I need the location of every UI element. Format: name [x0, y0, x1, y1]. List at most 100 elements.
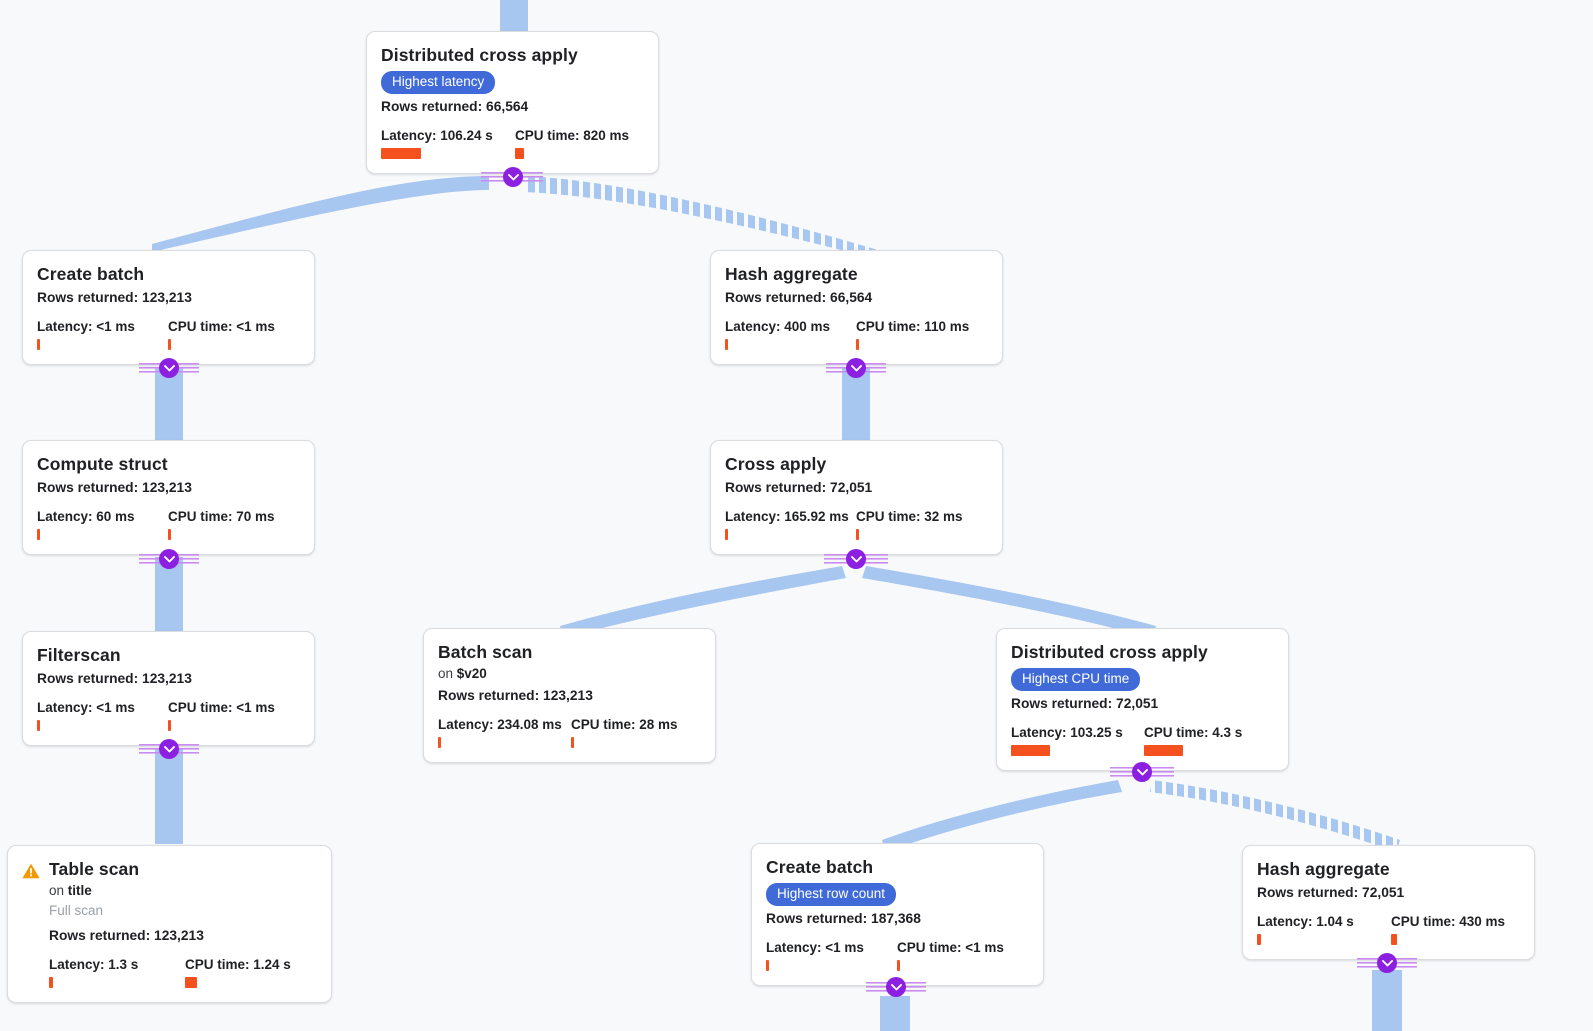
latency-bar	[1257, 934, 1261, 945]
rows-returned: Rows returned: 72,051	[1257, 885, 1405, 900]
latency-metric: Latency: 1.04 s	[1257, 913, 1391, 945]
latency-bar	[37, 339, 40, 350]
node-subtitle: on title	[49, 882, 317, 900]
latency-metric: Latency: <1 ms	[37, 318, 168, 350]
subtitle-target: $v20	[456, 666, 487, 681]
metrics: Latency: 60 ms CPU time: 70 ms	[37, 508, 300, 540]
node-subtitle: on $v20	[438, 665, 701, 683]
subtitle-target: title	[67, 883, 92, 898]
node-title: Filterscan	[37, 645, 121, 665]
latency-label: Latency: 234.08 ms	[438, 717, 562, 732]
latency-bar	[49, 977, 53, 988]
latency-metric: Latency: 106.24 s	[381, 127, 515, 159]
node-subtitle-secondary: Full scan	[49, 903, 104, 918]
latency-bar	[766, 960, 769, 971]
node-title: Batch scan	[438, 642, 533, 662]
cpu-time-label: CPU time: 110 ms	[856, 319, 970, 334]
plan-node-compute-struct[interactable]: Compute struct Rows returned: 123,213 La…	[22, 440, 315, 555]
latency-bar	[37, 529, 40, 540]
metrics: Latency: 400 ms CPU time: 110 ms	[725, 318, 988, 350]
cpu-time-label: CPU time: <1 ms	[168, 700, 275, 715]
metrics: Latency: 103.25 s CPU time: 4.3 s	[1011, 724, 1274, 756]
status-badge: Highest latency	[381, 71, 496, 94]
plan-node-filterscan[interactable]: Filterscan Rows returned: 123,213 Latenc…	[22, 631, 315, 746]
rows-returned: Rows returned: 66,564	[725, 290, 873, 305]
cpu-bar	[168, 720, 171, 731]
cpu-time-label: CPU time: 430 ms	[1391, 914, 1506, 929]
rows-returned: Rows returned: 123,213	[49, 928, 204, 943]
metrics: Latency: 106.24 s CPU time: 820 ms	[381, 127, 644, 159]
node-title: Compute struct	[37, 454, 168, 474]
node-title: Cross apply	[725, 454, 827, 474]
rows-returned: Rows returned: 72,051	[1011, 696, 1159, 711]
rows-returned: Rows returned: 123,213	[37, 290, 192, 305]
subtitle-prefix: on	[49, 883, 68, 898]
node-title: Hash aggregate	[725, 264, 858, 284]
node-title: Distributed cross apply	[381, 45, 578, 65]
latency-metric: Latency: 60 ms	[37, 508, 168, 540]
latency-label: Latency: 1.04 s	[1257, 914, 1354, 929]
subtitle-prefix: on	[438, 666, 457, 681]
cpu-bar	[897, 960, 900, 971]
collapse-toggle-hash-aggregate-upper[interactable]	[846, 358, 866, 378]
plan-node-hash-aggregate-upper[interactable]: Hash aggregate Rows returned: 66,564 Lat…	[710, 250, 1003, 365]
collapse-toggle-create-batch-lower[interactable]	[886, 977, 906, 997]
cpu-time-label: CPU time: 4.3 s	[1144, 725, 1243, 740]
cpu-bar	[185, 977, 197, 988]
plan-node-create-batch-lower[interactable]: Create batch Highest row count Rows retu…	[751, 843, 1044, 986]
cpu-metric: CPU time: 1.24 s	[185, 956, 291, 988]
latency-label: Latency: 103.25 s	[1011, 725, 1123, 740]
collapse-toggle-root[interactable]	[503, 167, 523, 187]
collapse-toggle-compute-struct[interactable]	[159, 549, 179, 569]
metrics: Latency: 165.92 ms CPU time: 32 ms	[725, 508, 988, 540]
cpu-metric: CPU time: <1 ms	[168, 318, 275, 350]
latency-label: Latency: 106.24 s	[381, 128, 493, 143]
collapse-toggle-create-batch-left[interactable]	[159, 358, 179, 378]
latency-metric: Latency: 165.92 ms	[725, 508, 856, 540]
cpu-time-label: CPU time: <1 ms	[897, 940, 1004, 955]
collapse-toggle-filterscan[interactable]	[159, 739, 179, 759]
cpu-time-label: CPU time: 28 ms	[571, 717, 678, 732]
plan-node-cross-apply[interactable]: Cross apply Rows returned: 72,051 Latenc…	[710, 440, 1003, 555]
latency-metric: Latency: 1.3 s	[49, 956, 185, 988]
cpu-bar	[856, 529, 859, 540]
node-title: Distributed cross apply	[1011, 642, 1208, 662]
collapse-toggle-cross-apply[interactable]	[846, 549, 866, 569]
cpu-time-label: CPU time: 32 ms	[856, 509, 963, 524]
plan-node-table-scan[interactable]: Table scan on title Full scan Rows retur…	[7, 845, 332, 1003]
metrics: Latency: 1.04 s CPU time: 430 ms	[1257, 913, 1520, 945]
latency-metric: Latency: 103.25 s	[1011, 724, 1144, 756]
plan-node-distributed-cross-apply-lower[interactable]: Distributed cross apply Highest CPU time…	[996, 628, 1289, 771]
collapse-toggle-distributed-cross-apply-lower[interactable]	[1132, 762, 1152, 782]
node-title: Create batch	[37, 264, 145, 284]
cpu-bar	[856, 339, 859, 350]
latency-bar	[1011, 745, 1050, 756]
collapse-toggle-hash-aggregate-lower[interactable]	[1377, 953, 1397, 973]
plan-node-distributed-cross-apply-root[interactable]: Distributed cross apply Highest latency …	[366, 31, 659, 174]
cpu-bar	[571, 737, 574, 748]
latency-metric: Latency: 234.08 ms	[438, 716, 571, 748]
cpu-time-label: CPU time: <1 ms	[168, 319, 275, 334]
latency-bar	[438, 737, 441, 748]
cpu-metric: CPU time: 32 ms	[856, 508, 963, 540]
latency-label: Latency: <1 ms	[37, 319, 135, 334]
metrics: Latency: <1 ms CPU time: <1 ms	[37, 318, 300, 350]
cpu-metric: CPU time: 820 ms	[515, 127, 629, 159]
plan-node-create-batch-left[interactable]: Create batch Rows returned: 123,213 Late…	[22, 250, 315, 365]
cpu-metric: CPU time: 70 ms	[168, 508, 275, 540]
latency-metric: Latency: <1 ms	[37, 699, 168, 731]
cpu-time-label: CPU time: 1.24 s	[185, 957, 291, 972]
plan-node-batch-scan[interactable]: Batch scan on $v20 Rows returned: 123,21…	[423, 628, 716, 763]
rows-returned: Rows returned: 123,213	[438, 688, 593, 703]
cpu-metric: CPU time: 28 ms	[571, 716, 678, 748]
plan-node-hash-aggregate-lower[interactable]: Hash aggregate Rows returned: 72,051 Lat…	[1242, 845, 1535, 960]
metrics: Latency: 234.08 ms CPU time: 28 ms	[438, 716, 701, 748]
latency-bar	[37, 720, 40, 731]
rows-returned: Rows returned: 123,213	[37, 671, 192, 686]
latency-metric: Latency: 400 ms	[725, 318, 856, 350]
rows-returned: Rows returned: 66,564	[381, 99, 529, 114]
cpu-bar	[1144, 745, 1183, 756]
metrics: Latency: <1 ms CPU time: <1 ms	[37, 699, 300, 731]
